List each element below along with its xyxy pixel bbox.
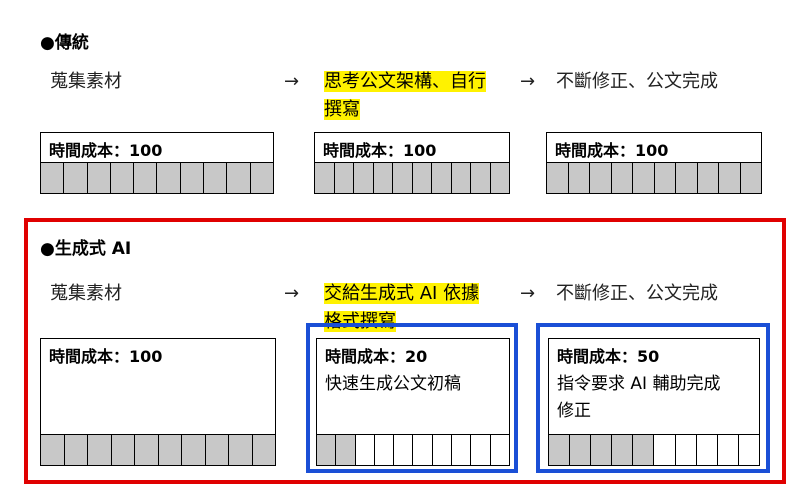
cost-cell-empty (471, 435, 491, 465)
cost-cell-filled (158, 435, 182, 465)
generative-arrow-2: → (520, 283, 536, 304)
cost-cells (317, 434, 509, 465)
cost-description: 快速生成公文初稿 (325, 374, 461, 394)
traditional-cost-box-2: 時間成本：100 (314, 132, 510, 194)
cost-cell-filled (676, 163, 698, 193)
cost-cell-filled (336, 435, 356, 465)
cost-label: 時間成本：100 (49, 347, 163, 366)
cost-cell-filled (252, 435, 275, 465)
cost-cell-filled (41, 163, 65, 193)
cost-cell-filled (334, 163, 354, 193)
traditional-step-2-text: 思考公文架構、自行撰寫 (324, 71, 486, 120)
cost-cell-filled (182, 435, 206, 465)
traditional-step-1: 蒐集素材 (50, 71, 122, 92)
cost-cell-empty (739, 435, 759, 465)
cost-cell-empty (356, 435, 375, 465)
generative-step-3: 不斷修正、公文完成 (556, 283, 718, 304)
cost-cells (41, 162, 273, 193)
generative-cost-box-2: 時間成本：20 快速生成公文初稿 (316, 338, 510, 466)
cost-cell-empty (697, 435, 718, 465)
cost-cell-filled (157, 163, 181, 193)
cost-cell-filled (740, 163, 761, 193)
cost-cell-filled (633, 163, 655, 193)
cost-cells (41, 434, 275, 465)
cost-cell-filled (451, 163, 471, 193)
cost-cell-empty (654, 435, 676, 465)
cost-cell-filled (180, 163, 205, 193)
cost-cell-filled (64, 435, 88, 465)
cost-cell-empty (452, 435, 472, 465)
cost-cell-filled (547, 163, 569, 193)
cost-label: 時間成本：20 (325, 347, 428, 366)
cost-cell-filled (591, 435, 613, 465)
cost-cell-filled (590, 163, 612, 193)
cost-cell-filled (570, 435, 592, 465)
cost-label: 時間成本：100 (323, 141, 437, 160)
ai-revision-highlight-frame (536, 323, 770, 473)
cost-cell-filled (549, 435, 571, 465)
cost-description: 指令要求 AI 輔助完成修正 (557, 374, 721, 421)
cost-cells (315, 162, 509, 193)
traditional-cost-box-3: 時間成本：100 (546, 132, 762, 194)
cost-cell-filled (612, 435, 634, 465)
traditional-step-3: 不斷修正、公文完成 (556, 71, 718, 92)
cost-cell-empty (375, 435, 395, 465)
cost-label: 時間成本：100 (555, 141, 669, 160)
traditional-step-2: 思考公文架構、自行撰寫 (324, 68, 496, 124)
generative-ai-frame (24, 218, 786, 484)
cost-cell-filled (229, 435, 253, 465)
cost-cell-filled (110, 163, 135, 193)
cost-cell-empty (676, 435, 697, 465)
cost-cell-empty (394, 435, 414, 465)
generative-cost-box-1: 時間成本：100 (40, 338, 276, 466)
cost-cell-filled (354, 163, 374, 193)
cost-cell-filled (205, 435, 229, 465)
cost-cell-filled (111, 435, 135, 465)
cost-cell-filled (88, 435, 112, 465)
generative-cost-box-3: 時間成本：50 指令要求 AI 輔助完成修正 (548, 338, 760, 466)
cost-cell-filled (64, 163, 88, 193)
generative-step-1: 蒐集素材 (50, 283, 122, 304)
cost-cell-filled (611, 163, 633, 193)
cost-cell-filled (317, 435, 337, 465)
cost-cell-filled (41, 435, 65, 465)
cost-cell-empty (433, 435, 453, 465)
cost-cell-filled (134, 163, 158, 193)
cost-cell-filled (393, 163, 413, 193)
cost-cell-filled (490, 163, 509, 193)
cost-cells (549, 434, 759, 465)
cost-cell-empty (718, 435, 739, 465)
traditional-arrow-2: → (520, 71, 536, 92)
cost-cell-filled (250, 163, 273, 193)
cost-cell-filled (432, 163, 452, 193)
cost-cell-filled (633, 435, 655, 465)
cost-cell-filled (135, 435, 159, 465)
cost-cell-empty (491, 435, 509, 465)
cost-cell-filled (87, 163, 111, 193)
cost-label: 時間成本：50 (557, 347, 660, 366)
cost-cell-filled (654, 163, 676, 193)
cost-cell-filled (568, 163, 590, 193)
cost-cell-filled (697, 163, 719, 193)
cost-label: 時間成本：100 (49, 141, 163, 160)
cost-cell-filled (412, 163, 432, 193)
traditional-arrow-1: → (284, 71, 300, 92)
cost-cells (547, 162, 761, 193)
traditional-heading: ●傳統 (40, 33, 89, 53)
traditional-cost-box-1: 時間成本：100 (40, 132, 274, 194)
cost-cell-filled (471, 163, 491, 193)
cost-cell-filled (719, 163, 741, 193)
cost-cell-filled (227, 163, 251, 193)
ai-draft-highlight-frame (306, 323, 518, 473)
generative-heading: ●生成式 AI (40, 239, 132, 259)
cost-cell-filled (204, 163, 228, 193)
cost-cell-filled (315, 163, 335, 193)
cost-cell-empty (413, 435, 433, 465)
generative-arrow-1: → (284, 283, 300, 304)
cost-cell-filled (373, 163, 393, 193)
